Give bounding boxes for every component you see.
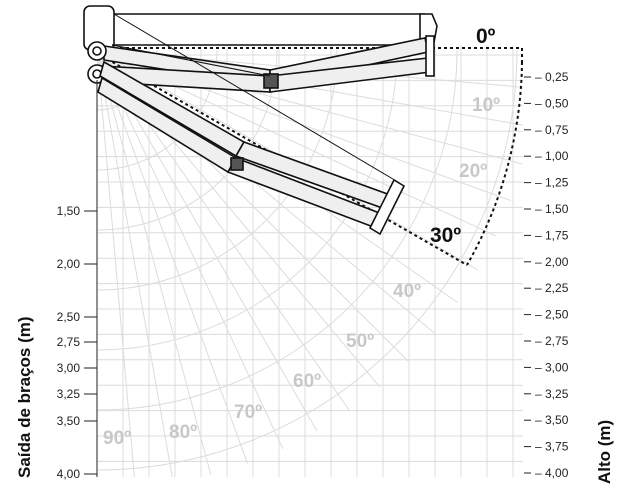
angle-label-10: 10º [472, 95, 500, 116]
left-axis: 1,50 2,00 2,50 2,75 3,00 3,25 3,50 4,00 [57, 80, 98, 481]
right-tick-label: – 1,25 [535, 176, 569, 190]
angle-label-80: 80º [169, 422, 197, 443]
front-bar-0 [425, 35, 435, 77]
left-tick-label: 2,50 [57, 310, 81, 324]
angle-label-90: 90º [103, 428, 131, 449]
left-tick-label: 4,00 [57, 467, 81, 481]
right-axis-title: Alto (m) [595, 420, 614, 484]
grid-ray [97, 49, 248, 464]
angle-labels: 0º 30º 10º 20º 40º 50º 60º 70º 80º 90º [103, 25, 500, 449]
grid-ray [97, 49, 173, 477]
right-tick-label: – 1,00 [535, 149, 569, 163]
elbow-joint-0 [263, 73, 279, 89]
left-tick-label: 3,25 [57, 387, 81, 401]
left-tick-label: 2,00 [57, 257, 81, 271]
right-tick-label: – 1,50 [535, 202, 569, 216]
right-tick-label: – 0,75 [535, 123, 569, 137]
left-axis-title: Saída de braços (m) [15, 316, 34, 478]
pivot-upper-inner [92, 46, 102, 56]
grid-ray [97, 49, 135, 477]
right-axis: – 0,25 – 0,50 – 0,75 – 1,00 – 1,25 – 1,50 – 1,… [524, 70, 569, 480]
angle-label-20: 20º [459, 161, 487, 182]
right-tick-label: – 2,50 [535, 308, 569, 322]
angle-label-0: 0º [476, 25, 496, 48]
left-tick-label: 2,75 [57, 335, 81, 349]
fabric-line-0 [111, 44, 271, 77]
grid [97, 45, 523, 477]
left-ticks: 1,50 2,00 2,50 2,75 3,00 3,25 3,50 4,00 [57, 204, 97, 481]
fabric-line-30 [113, 13, 399, 183]
angle-label-60: 60º [293, 371, 321, 392]
right-tick-label: – 0,50 [535, 96, 569, 110]
angle-label-30: 30º [430, 224, 461, 247]
elbow-joint-30 [230, 157, 244, 171]
left-tick-label: 3,50 [57, 414, 81, 428]
right-tick-label: – 0,25 [535, 70, 569, 84]
right-tick-label: – 2,00 [535, 255, 569, 269]
right-tick-label: – 2,75 [535, 334, 569, 348]
right-tick-label: – 4,00 [535, 466, 569, 480]
right-tick-label: – 1,75 [535, 228, 569, 242]
grid-ray [97, 49, 284, 449]
guide-arc [466, 61, 523, 266]
left-tick-label: 1,50 [57, 204, 81, 218]
grid-ray [97, 49, 212, 476]
right-tick-label: – 3,25 [535, 387, 569, 401]
right-tick-label: – 3,00 [535, 360, 569, 374]
angle-label-70: 70º [234, 402, 262, 423]
angle-label-50: 50º [346, 331, 374, 352]
left-tick-label: 3,00 [57, 361, 81, 375]
right-tick-label: – 3,50 [535, 413, 569, 427]
right-tick-label: – 3,75 [535, 440, 569, 454]
front-bar-30 [368, 178, 406, 236]
awning-mechanism [83, 5, 438, 236]
right-tick-label: – 2,25 [535, 281, 569, 295]
angle-label-40: 40º [393, 281, 421, 302]
right-ticks: – 0,25 – 0,50 – 0,75 – 1,00 – 1,25 – 1,50 – 1,… [524, 70, 569, 480]
